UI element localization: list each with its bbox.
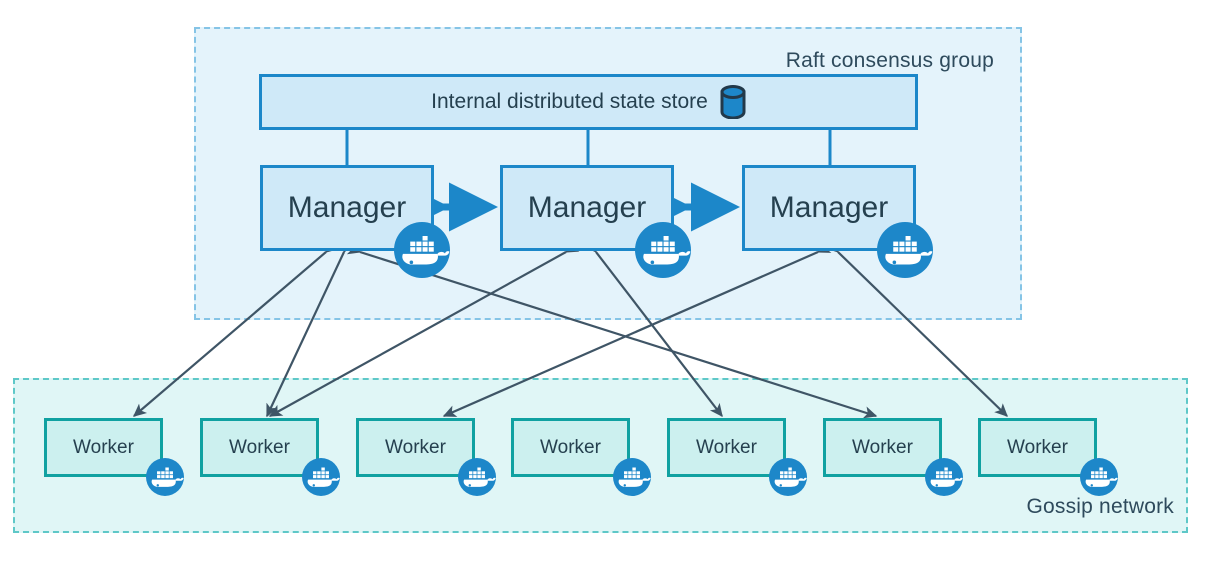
docker-whale-icon (769, 458, 807, 496)
internal-state-store[interactable]: Internal distributed state store (259, 74, 918, 130)
worker-node-3[interactable]: Worker (356, 418, 475, 477)
worker-node-label: Worker (73, 436, 134, 458)
raft-group-label: Raft consensus group (785, 49, 994, 72)
manager-node-2[interactable]: Manager (500, 165, 674, 251)
worker-node-1[interactable]: Worker (44, 418, 163, 477)
docker-whale-icon (458, 458, 496, 496)
gossip-group-label: Gossip network (1026, 495, 1174, 518)
docker-whale-icon (302, 458, 340, 496)
worker-node-6[interactable]: Worker (823, 418, 942, 477)
docker-whale-icon (613, 458, 651, 496)
docker-whale-icon (925, 458, 963, 496)
docker-whale-icon (1080, 458, 1118, 496)
manager-node-label: Manager (527, 191, 647, 224)
docker-whale-icon (635, 222, 691, 278)
docker-whale-icon (877, 222, 933, 278)
worker-node-label: Worker (1007, 436, 1068, 458)
worker-node-5[interactable]: Worker (667, 418, 786, 477)
worker-node-label: Worker (229, 436, 290, 458)
worker-node-label: Worker (852, 436, 913, 458)
manager-node-label: Manager (769, 191, 889, 224)
state-store-label: Internal distributed state store (431, 90, 708, 113)
worker-node-7[interactable]: Worker (978, 418, 1097, 477)
docker-whale-icon (394, 222, 450, 278)
worker-node-label: Worker (540, 436, 601, 458)
worker-node-label: Worker (696, 436, 757, 458)
docker-whale-icon (146, 458, 184, 496)
worker-node-2[interactable]: Worker (200, 418, 319, 477)
manager-node-label: Manager (287, 191, 407, 224)
database-cylinder-icon (720, 85, 746, 119)
worker-node-4[interactable]: Worker (511, 418, 630, 477)
manager-node-3[interactable]: Manager (742, 165, 916, 251)
worker-node-label: Worker (385, 436, 446, 458)
